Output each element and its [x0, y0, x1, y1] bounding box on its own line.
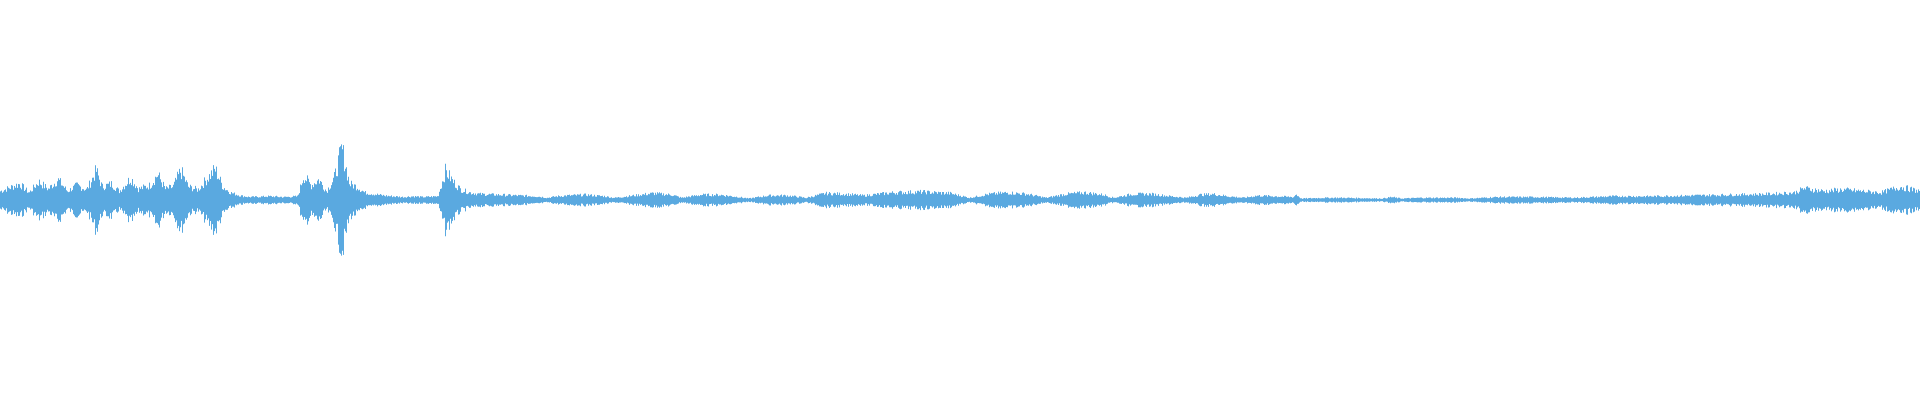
waveform-samples [0, 144, 1920, 256]
waveform-trace [0, 144, 1920, 256]
